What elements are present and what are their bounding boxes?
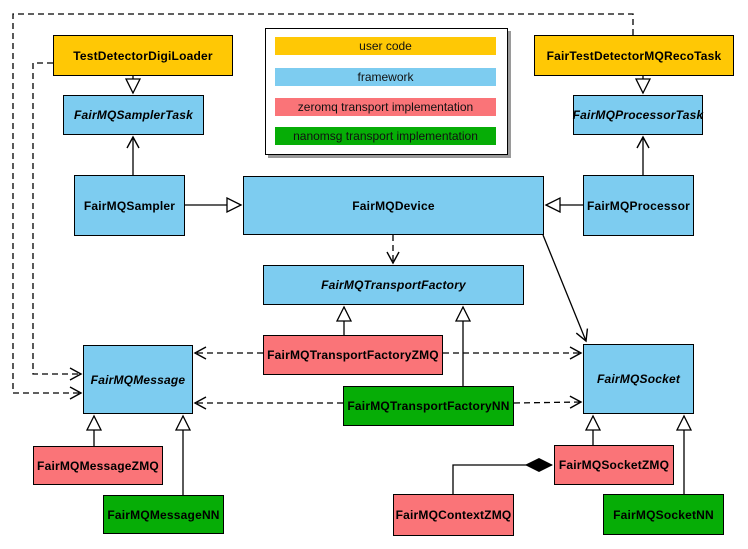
legend-item-user-code: user code bbox=[275, 37, 496, 55]
node-label: FairMQProcessor bbox=[586, 198, 691, 213]
legend-item-nanomsg: nanomsg transport implementation bbox=[275, 127, 496, 145]
node-fairmqdevice: FairMQDevice bbox=[243, 176, 544, 235]
legend-label: framework bbox=[357, 70, 414, 84]
node-fairmqsampler: FairMQSampler bbox=[74, 175, 185, 236]
node-label: FairMQSocketZMQ bbox=[558, 458, 670, 472]
node-label: FairMQDevice bbox=[352, 198, 435, 213]
node-fairmqsocket: FairMQSocket bbox=[583, 344, 694, 414]
edge-contextzmq-socketzmq bbox=[452, 465, 552, 494]
node-label: FairMQSamplerTask bbox=[74, 108, 193, 122]
legend-label: user code bbox=[359, 39, 412, 53]
node-fairmqtransportfactory: FairMQTransportFactory bbox=[263, 265, 524, 305]
node-fairmqcontextzmq: FairMQContextZMQ bbox=[393, 494, 514, 536]
node-label: FairMQContextZMQ bbox=[395, 508, 512, 522]
edge-recotask-message bbox=[12, 13, 634, 400]
node-label: FairMQTransportFactory bbox=[321, 278, 466, 292]
node-fairmqsamplertask: FairMQSamplerTask bbox=[63, 95, 204, 135]
edge-digiloader-message bbox=[32, 62, 83, 381]
node-label: FairMQMessageZMQ bbox=[37, 458, 159, 473]
node-label: FairTestDetectorMQRecoTask bbox=[546, 48, 722, 63]
node-label: FairMQMessage bbox=[90, 372, 186, 387]
node-testdetectordigiloader: TestDetectorDigiLoader bbox=[53, 35, 233, 76]
node-fairmqprocessor: FairMQProcessor bbox=[583, 175, 694, 236]
node-fairmqmessagenn: FairMQMessageNN bbox=[103, 495, 224, 534]
node-label: FairMQTransportFactoryNN bbox=[347, 399, 510, 413]
node-label: FairMQMessageNN bbox=[107, 507, 220, 522]
node-fairmqmessagezmq: FairMQMessageZMQ bbox=[33, 446, 163, 485]
legend-label: nanomsg transport implementation bbox=[293, 129, 478, 143]
node-fairmqtransportfactoryzmq: FairMQTransportFactoryZMQ bbox=[263, 335, 443, 375]
node-fairmqsocketzmq: FairMQSocketZMQ bbox=[554, 445, 674, 485]
legend-item-framework: framework bbox=[275, 68, 496, 86]
node-label: FairMQSocket bbox=[596, 372, 681, 386]
legend: user code framework zeromq transport imp… bbox=[265, 28, 508, 155]
node-fairmqprocessortask: FairMQProcessorTask bbox=[573, 95, 703, 135]
edge-factorynn-socket bbox=[513, 395, 583, 409]
node-label: FairMQSocketNN bbox=[613, 507, 714, 522]
node-fairmqtransportfactorynn: FairMQTransportFactoryNN bbox=[343, 386, 514, 426]
legend-label: zeromq transport implementation bbox=[297, 100, 474, 114]
node-label: FairMQSampler bbox=[83, 198, 176, 213]
node-fairmqsocketnn: FairMQSocketNN bbox=[603, 494, 724, 535]
node-label: FairMQProcessorTask bbox=[572, 108, 704, 122]
node-fairmqmessage: FairMQMessage bbox=[83, 345, 193, 414]
legend-item-zeromq: zeromq transport implementation bbox=[275, 98, 496, 116]
node-label: TestDetectorDigiLoader bbox=[73, 48, 213, 63]
node-label: FairMQTransportFactoryZMQ bbox=[267, 348, 439, 362]
node-fairtestdetectormqrecotask: FairTestDetectorMQRecoTask bbox=[534, 35, 734, 76]
edge-device-socket bbox=[542, 234, 589, 343]
